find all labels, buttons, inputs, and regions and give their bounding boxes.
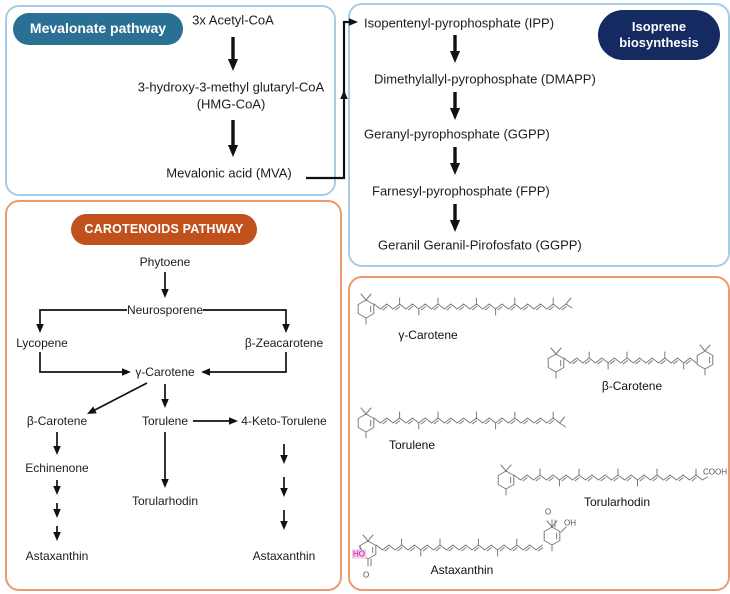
- carotenoids-pathway-box: CAROTENOIDS PATHWAY Phytoene Neurosporen…: [5, 200, 342, 591]
- group-label-ho-left: HO: [352, 549, 366, 559]
- node-hmg-coa-line2: (HMG-CoA): [196, 96, 266, 112]
- node-acetyl-coa: 3x Acetyl-CoA: [192, 12, 274, 28]
- node-4-keto-torulene: 4-Keto-Torulene: [241, 414, 327, 428]
- node-ipp: Isopentenyl-pyrophosphate (IPP): [364, 15, 555, 31]
- node-gpp: Geranyl-pyrophosphate (GGPP): [364, 126, 550, 142]
- structure-label-astaxanthin: Astaxanthin: [430, 563, 494, 577]
- node-torulene: Torulene: [141, 414, 189, 428]
- node-fpp: Farnesyl-pyrophosphate (FPP): [372, 183, 550, 199]
- mevalonate-badge-label: Mevalonate pathway: [29, 20, 167, 37]
- group-label-o-left: O: [363, 570, 370, 580]
- group-label-oh-right: OH: [564, 518, 576, 528]
- node-hmg-coa-line1: 3-hydroxy-3-methyl glutaryl-CoA: [137, 79, 325, 95]
- isoprene-biosynthesis-badge: Isoprene biosynthesis: [598, 10, 720, 60]
- isoprene-badge-line1: Isoprene: [631, 18, 687, 34]
- carotenoids-badge-label: CAROTENOIDS PATHWAY: [84, 221, 244, 236]
- structure-label-torulene: Torulene: [388, 438, 436, 452]
- node-astaxanthin-left: Astaxanthin: [25, 549, 89, 563]
- group-label-cooh: COOH: [703, 467, 727, 477]
- carotenoids-pathway-badge: CAROTENOIDS PATHWAY: [71, 214, 257, 245]
- node-neurosporene: Neurosporene: [126, 303, 204, 317]
- chemical-structures-drawing: [357, 293, 714, 567]
- node-dmapp: Dimethylallyl-pyrophosphate (DMAPP): [374, 71, 596, 87]
- structure-label-torularhodin: Torularhodin: [583, 495, 651, 509]
- mevalonate-pathway-badge: Mevalonate pathway: [13, 13, 183, 45]
- node-phytoene: Phytoene: [139, 255, 191, 269]
- node-torularhodin: Torularhodin: [131, 494, 199, 508]
- node-beta-carotene: β-Carotene: [26, 414, 88, 428]
- mevalonate-pathway-box: Mevalonate pathway 3x Acetyl-CoA 3-hydro…: [5, 5, 336, 196]
- group-label-o-right: O: [545, 507, 552, 517]
- node-beta-zeacarotene: β-Zeacarotene: [244, 336, 324, 350]
- structure-label-gamma-carotene: γ-Carotene: [398, 328, 458, 342]
- node-gggpp: Geranil Geranil-Pirofosfato (GGPP): [378, 237, 582, 253]
- carotenoid-structures-box: γ-Carotene β-Carotene Torulene Torularho…: [348, 276, 730, 591]
- node-gamma-carotene: γ-Carotene: [135, 365, 195, 379]
- node-mevalonic-acid: Mevalonic acid (MVA): [166, 165, 292, 181]
- isoprene-badge-line2: biosynthesis: [619, 35, 699, 50]
- isoprene-biosynthesis-box: Isoprene biosynthesis Isopentenyl-pyroph…: [348, 3, 730, 267]
- node-echinenone: Echinenone: [25, 461, 89, 475]
- structure-label-beta-carotene: β-Carotene: [601, 379, 663, 393]
- node-lycopene: Lycopene: [16, 336, 68, 350]
- node-astaxanthin-right: Astaxanthin: [252, 549, 316, 563]
